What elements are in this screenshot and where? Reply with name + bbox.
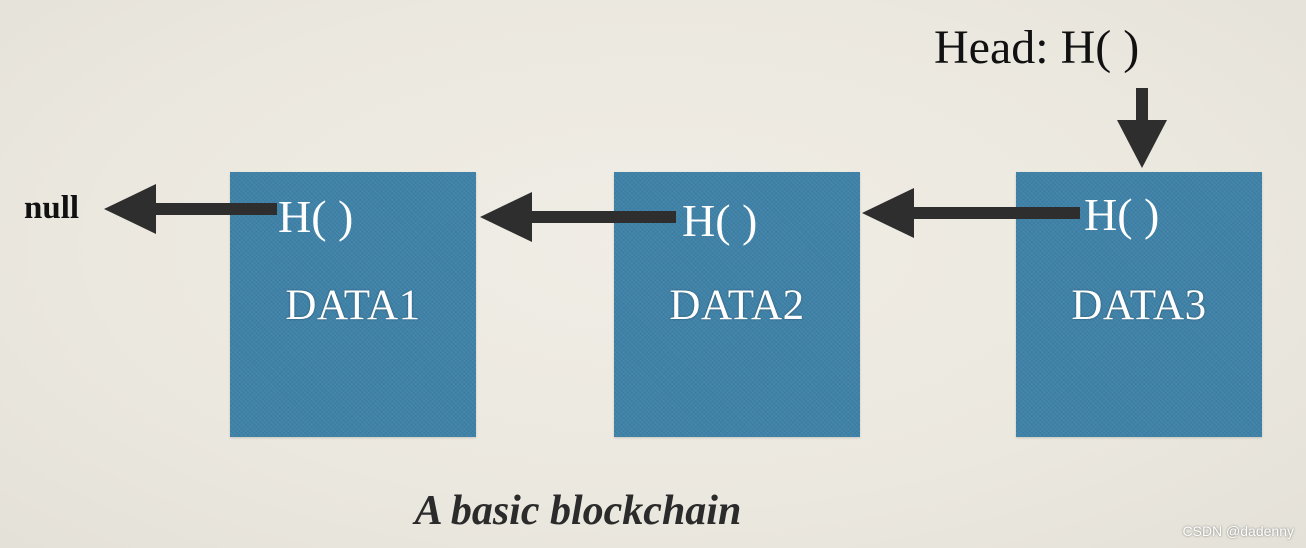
- diagram-caption: A basic blockchain: [414, 488, 742, 534]
- head-pointer-label: Head: H( ): [934, 21, 1140, 74]
- block-2-hash-label: H( ): [682, 195, 758, 246]
- watermark: CSDN @dadenny: [1182, 523, 1295, 539]
- arrow-head-to-block3: [1117, 88, 1167, 168]
- arrow-block2-to-block1: [480, 192, 676, 242]
- block-2-data-label: DATA2: [669, 282, 805, 329]
- arrow-block3-to-block2: [862, 188, 1080, 238]
- block-1-data-label: DATA1: [285, 282, 421, 329]
- block-1-hash-label: H( ): [278, 191, 354, 242]
- block-1: H( ) DATA1: [230, 172, 476, 437]
- block-3-hash-label: H( ): [1084, 189, 1160, 240]
- block-2: H( ) DATA2: [614, 172, 860, 437]
- null-label: null: [24, 190, 80, 226]
- block-3-data-label: DATA3: [1071, 282, 1207, 329]
- arrow-block1-to-null: [104, 184, 277, 234]
